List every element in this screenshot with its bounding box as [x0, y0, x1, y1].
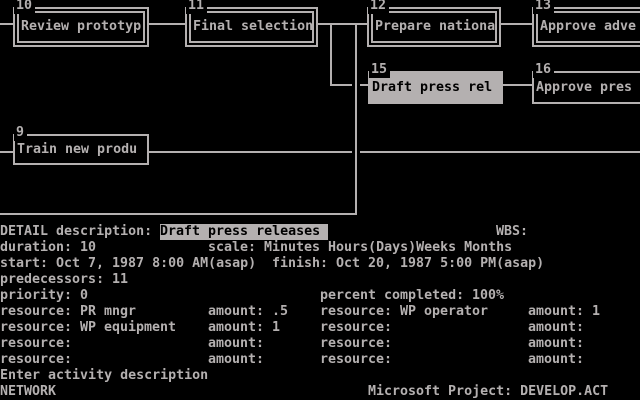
resource-row: resource: amount: resource: amount:: [0, 352, 640, 368]
resource-label: resource:: [320, 320, 393, 335]
description-label: DETAIL description:: [0, 224, 153, 239]
activity-id: 10: [14, 0, 36, 14]
resource-field[interactable]: WP operator: [400, 304, 489, 319]
connector-line: [503, 84, 532, 86]
resource-field[interactable]: PR mngr: [80, 304, 137, 319]
connector-line: [360, 84, 368, 86]
amount-label: amount:: [528, 336, 585, 351]
status-bar: NETWORK Microsoft Project: DEVELOP.ACT: [0, 384, 640, 400]
detail-row-priority: priority: 0 percent completed: 100%: [0, 288, 640, 304]
priority-field[interactable]: 0: [80, 288, 89, 303]
view-name: NETWORK: [0, 384, 57, 399]
connector-line: [0, 23, 13, 25]
detail-row-dates: start: Oct 7, 1987 8:00 AM(asap) finish:…: [0, 256, 640, 272]
wbs-label: WBS:: [496, 224, 529, 239]
amount-field[interactable]: 1: [592, 304, 601, 319]
activity-node-11[interactable]: 11 Final selection: [185, 0, 318, 47]
start-field[interactable]: Oct 7, 1987 8:00 AM(asap): [56, 256, 257, 271]
activity-node-13[interactable]: 13 Approve adve: [532, 0, 640, 47]
connector-line: [355, 23, 357, 215]
connector-line: [330, 23, 332, 86]
activity-id: 12: [368, 0, 390, 14]
amount-label: amount:: [208, 304, 265, 319]
amount-label: amount:: [528, 352, 585, 367]
resource-field[interactable]: WP equipment: [80, 320, 177, 335]
detail-row-predecessors: predecessors: 11: [0, 272, 640, 288]
activity-label: Approve adve: [540, 19, 637, 34]
connector-line: [149, 23, 185, 25]
detail-row-description: DETAIL description: Draft press releases…: [0, 224, 640, 240]
description-field[interactable]: Draft press releases: [160, 224, 328, 240]
activity-label: Prepare nationa: [375, 19, 496, 34]
connector-line: [149, 151, 352, 153]
activity-node-10[interactable]: 10 Review prototyp: [13, 0, 149, 47]
amount-label: amount:: [528, 304, 585, 319]
activity-node-9[interactable]: 9 Train new produ: [13, 125, 149, 165]
detail-row-duration: duration: 10 scale: Minutes Hours(Days)W…: [0, 240, 640, 256]
connector-line: [330, 84, 352, 86]
resource-label: resource:: [0, 336, 73, 351]
resource-label: resource:: [320, 352, 393, 367]
message-line: Enter activity description: [0, 368, 640, 384]
finish-field[interactable]: Oct 20, 1987 5:00 PM(asap): [336, 256, 545, 271]
resource-label: resource:: [320, 304, 393, 319]
predecessors-label: predecessors:: [0, 272, 105, 287]
resource-row: resource: PR mngr amount: .5 resource: W…: [0, 304, 640, 320]
duration-field[interactable]: 10: [80, 240, 97, 255]
start-label: start:: [0, 256, 49, 271]
resource-label: resource:: [320, 336, 393, 351]
activity-label: Review prototyp: [21, 19, 142, 34]
activity-node-16[interactable]: 16 Approve pres: [532, 62, 640, 104]
connector-line: [360, 151, 640, 153]
activity-id: 15: [369, 62, 391, 78]
scale-label: scale:: [208, 240, 257, 255]
predecessors-field[interactable]: 11: [112, 272, 129, 287]
activity-id: 16: [533, 62, 555, 78]
resource-label: resource:: [0, 304, 73, 319]
activity-label: Approve pres: [536, 79, 633, 95]
activity-label: Draft press rel: [370, 73, 501, 102]
percent-completed-field[interactable]: 100%: [472, 288, 505, 303]
amount-field[interactable]: 1: [272, 320, 281, 335]
connector-line: [501, 23, 532, 25]
percent-completed-label: percent completed:: [320, 288, 465, 303]
amount-label: amount:: [208, 352, 265, 367]
activity-label: Final selection: [193, 19, 314, 34]
duration-label: duration:: [0, 240, 73, 255]
connector-line: [318, 23, 367, 25]
resource-label: resource:: [0, 320, 73, 335]
resource-row: resource: WP equipment amount: 1 resourc…: [0, 320, 640, 336]
scale-field[interactable]: Minutes Hours(Days)Weeks Months: [264, 240, 513, 255]
activity-node-15[interactable]: 15 Draft press rel: [368, 62, 503, 104]
connector-line: [0, 213, 357, 215]
activity-label: Train new produ: [17, 141, 138, 157]
amount-label: amount:: [208, 336, 265, 351]
priority-label: priority:: [0, 288, 73, 303]
connector-line: [0, 151, 13, 153]
activity-id: 11: [186, 0, 208, 14]
finish-label: finish:: [272, 256, 329, 271]
amount-label: amount:: [528, 320, 585, 335]
status-message: Enter activity description: [0, 368, 209, 383]
amount-label: amount:: [208, 320, 265, 335]
app-title: Microsoft Project: DEVELOP.ACT: [368, 384, 609, 399]
activity-id: 13: [533, 0, 555, 14]
resource-row: resource: amount: resource: amount:: [0, 336, 640, 352]
activity-id: 9: [14, 125, 28, 141]
resource-label: resource:: [0, 352, 73, 367]
amount-field[interactable]: .5: [272, 304, 289, 319]
activity-node-12[interactable]: 12 Prepare nationa: [367, 0, 501, 47]
